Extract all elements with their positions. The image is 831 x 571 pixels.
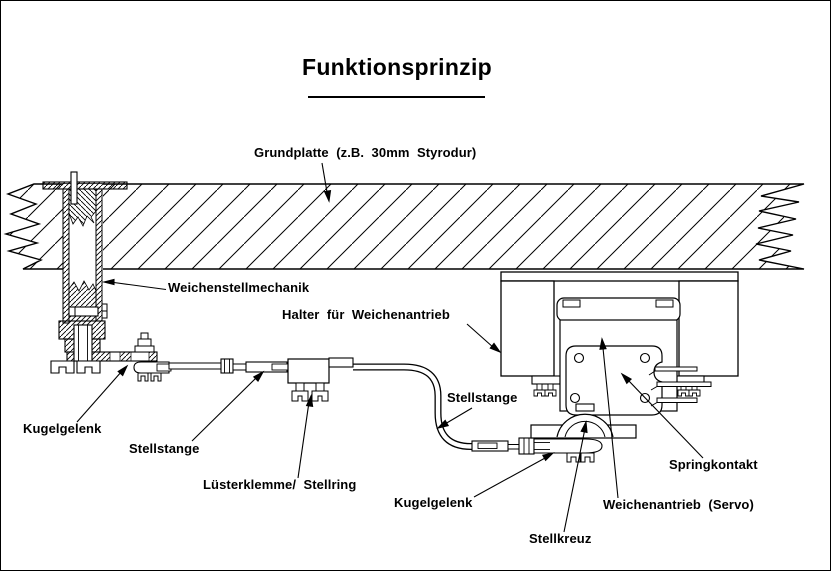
stellstange-tube-outer <box>353 363 474 450</box>
title-underline <box>308 96 485 98</box>
clamp-screw-shaft-a <box>295 382 305 392</box>
label-weichenantrieb: Weichenantrieb (Servo) <box>603 497 754 512</box>
baseplate-hatched-body <box>3 183 805 270</box>
pivot-bolt-washer <box>134 345 155 353</box>
plate-hole-bl <box>569 392 581 404</box>
holder-leg-right <box>678 280 739 377</box>
turnout-mechanism <box>42 171 158 374</box>
label-stellstange-links: Stellstange <box>129 441 200 456</box>
throw-rod-2 <box>232 363 247 371</box>
servo-lug-left <box>562 299 581 308</box>
luesterklemme-block <box>287 358 330 384</box>
leader-kugelgelenk-links <box>76 364 129 423</box>
throw-rod-1 <box>168 362 223 370</box>
leader-lines <box>76 162 704 533</box>
stellring <box>328 357 354 368</box>
ball-joint-right <box>533 438 603 454</box>
label-springkontakt: Springkontakt <box>669 457 758 472</box>
throw-wire-pin <box>70 171 78 205</box>
leader-stellstange-rechts <box>436 407 473 429</box>
leader-kugelgelenk-rechts <box>473 452 555 498</box>
label-stellstange-rechts: Stellstange <box>447 390 518 405</box>
leader-halter <box>466 323 502 354</box>
holder-foot-left <box>531 375 561 385</box>
label-kugelgelenk-rechts: Kugelgelenk <box>394 495 473 510</box>
holder-leg-left <box>500 280 555 377</box>
horn-dome-arc <box>556 413 614 438</box>
clamp-screw-shaft-b <box>315 382 325 392</box>
rod-coupler <box>220 358 234 374</box>
mount-foot-left <box>50 360 75 374</box>
label-halter: Halter für Weichenantrieb <box>282 307 450 322</box>
label-luesterklemme: Lüsterklemme/ Stellring <box>203 477 357 492</box>
label-kugelgelenk-links: Kugelgelenk <box>23 421 102 436</box>
tube-wall-left <box>62 188 70 324</box>
label-stellkreuz: Stellkreuz <box>529 531 592 546</box>
stellstange-tube-inner <box>353 364 474 449</box>
cross-screw <box>68 306 99 317</box>
leader-grundplatte <box>321 162 332 203</box>
joint-nut-b <box>580 452 595 463</box>
ball-joint-fork-b <box>150 372 162 382</box>
label-grundplatte: Grundplatte (z.B. 30mm Styrodur) <box>254 145 477 160</box>
leader-luesterklemme <box>297 394 314 479</box>
pivot-bolt-tip <box>140 332 149 340</box>
top-washer-plate <box>42 181 128 190</box>
leader-stellkreuz <box>563 420 588 533</box>
horn-dome-inner-arc <box>564 420 606 438</box>
plunger <box>73 324 93 362</box>
label-weichenstellmechanik: Weichenstellmechanik <box>168 280 310 295</box>
clamp-screw-head-b <box>311 390 329 402</box>
pivot-bolt-head <box>137 338 152 347</box>
leader-weichenantrieb <box>599 337 619 499</box>
hex-nut <box>518 437 535 455</box>
page-title: Funktionsprinzip <box>301 54 493 80</box>
mount-foot-right <box>76 360 101 374</box>
tube-wall-right <box>95 188 103 322</box>
threaded-rod <box>507 444 520 450</box>
horn-hub <box>575 403 595 412</box>
clamp-screw-head-a <box>291 390 309 402</box>
servo-assembly <box>500 271 739 439</box>
leader-springkontakt <box>620 372 704 459</box>
joint-nut-a <box>566 452 581 463</box>
leader-stellstange-links <box>191 370 265 442</box>
holder-top-bar <box>500 271 739 282</box>
linkage-left <box>133 357 474 450</box>
leader-weichenstellmechanik <box>101 278 167 291</box>
linkage-right <box>471 437 603 463</box>
ball-joint-fork-a <box>137 372 149 382</box>
servo-lug-right <box>655 299 674 308</box>
baseplate <box>3 183 805 270</box>
servo-mount-plate <box>565 345 663 416</box>
plate-hole-tr <box>639 352 651 364</box>
plate-hole-tl <box>573 352 585 364</box>
